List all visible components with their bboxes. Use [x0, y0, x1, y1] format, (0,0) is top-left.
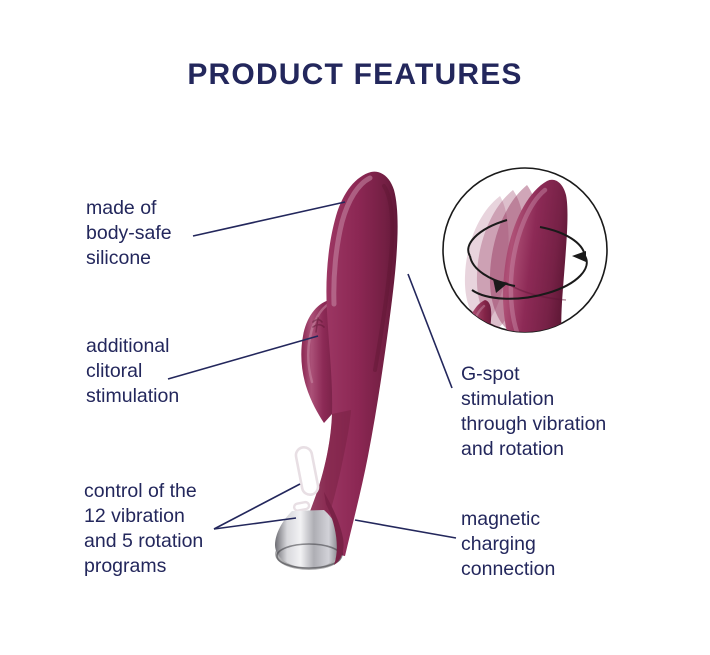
leader-clitoral — [167, 335, 319, 380]
main-shaft — [296, 171, 398, 557]
product-body — [275, 171, 398, 570]
leader-control-2 — [213, 517, 297, 530]
leader-magnetic — [354, 519, 457, 539]
base-collar — [324, 492, 344, 565]
callout-label-gspot: G-spot stimulation through vibration and… — [461, 363, 607, 460]
power-button[interactable] — [294, 445, 320, 497]
shaft-highlight — [331, 175, 373, 307]
callout-label-silicone: made of body-safe silicone — [86, 197, 172, 269]
leader-gspot — [407, 273, 453, 389]
rotation-arrow — [467, 219, 588, 300]
leader-lines — [167, 201, 457, 539]
rotation-detail-inset — [442, 167, 608, 333]
callout-label-clitoral: additional clitoral stimulation — [86, 335, 180, 407]
program-button[interactable] — [292, 500, 311, 512]
rotation-arrowhead-right — [572, 251, 586, 262]
control-buttons[interactable] — [292, 445, 320, 512]
leader-control-1 — [213, 483, 301, 530]
magnetic-charging-contact — [275, 510, 342, 568]
callout-label-control: control of the 12 vibration and 5 rotati… — [84, 480, 204, 577]
leader-silicone — [192, 201, 346, 237]
clitoral-arm-highlight — [307, 301, 332, 384]
rotation-arrowhead-left — [493, 279, 508, 293]
page-title: PRODUCT FEATURES — [187, 58, 523, 91]
shaft-shadow — [373, 184, 395, 372]
inset-tip-highlight — [508, 187, 548, 332]
callout-label-magnetic: magnetic charging connection — [461, 508, 556, 580]
motion-trail-1 — [464, 196, 509, 326]
brand-logo-emboss — [312, 317, 325, 333]
inset-rotating-tip — [503, 179, 568, 332]
